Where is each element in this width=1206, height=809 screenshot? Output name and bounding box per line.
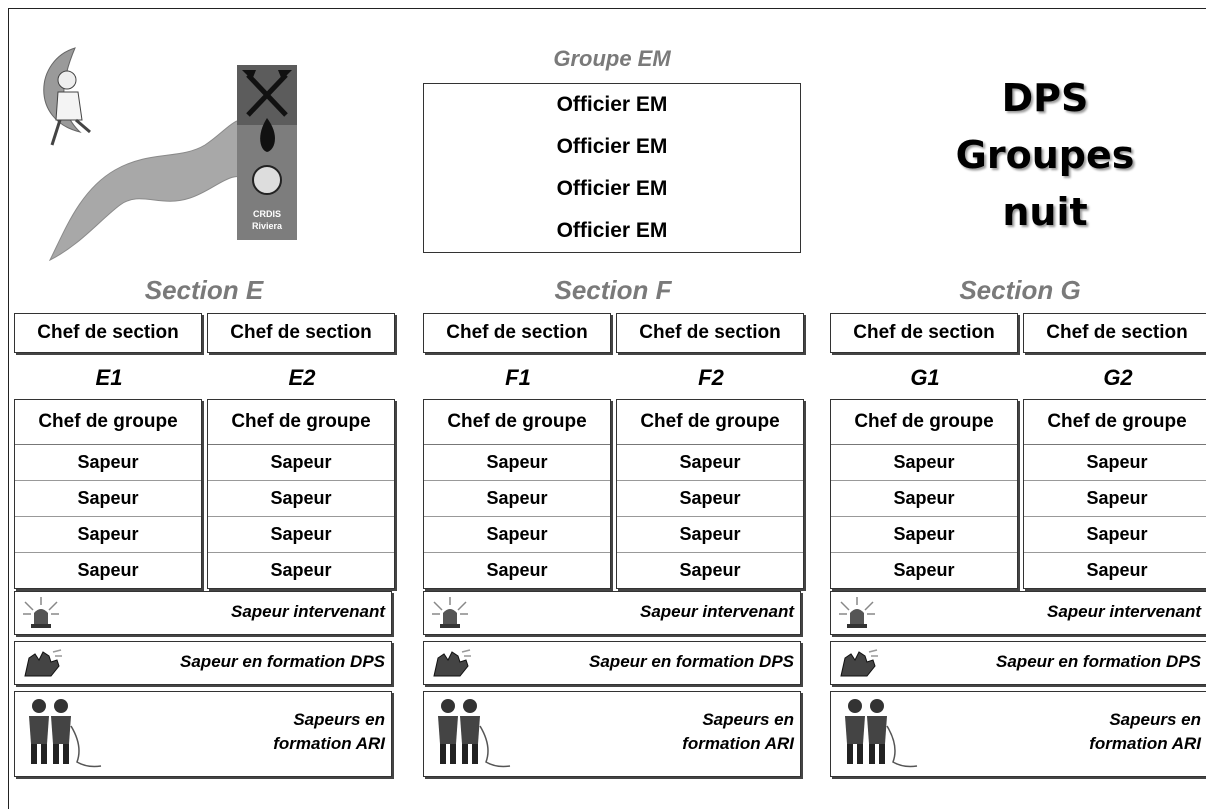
siren-icon: [839, 597, 875, 628]
role-sapeurs-formation-ari: Sapeurs en formation ARI: [830, 691, 1206, 777]
chef-de-groupe: Chef de groupe: [1024, 400, 1206, 445]
firefighters-icon: [845, 699, 918, 768]
role-sapeur-formation-dps: Sapeur en formation DPS: [14, 641, 392, 685]
sapeur: Sapeur: [424, 481, 610, 517]
section-title: Section G: [959, 275, 1081, 305]
sapeur: Sapeur: [15, 445, 201, 481]
sapeur: Sapeur: [831, 517, 1017, 553]
role-label: Sapeurs en: [293, 710, 385, 729]
role-label: Sapeur en formation DPS: [180, 652, 385, 671]
group-label: F2: [698, 365, 724, 390]
sapeur: Sapeur: [1024, 517, 1206, 553]
dps-title-line2: Groupes: [955, 133, 1135, 177]
role-label: Sapeur intervenant: [640, 602, 794, 621]
dps-title-line3: nuit: [1002, 190, 1088, 234]
group-box: Chef de groupe Sapeur Sapeur Sapeur Sape…: [830, 399, 1018, 589]
sapeur: Sapeur: [15, 517, 201, 553]
role-sapeur-intervenant: Sapeur intervenant: [14, 591, 392, 635]
sapeur: Sapeur: [617, 517, 803, 553]
chef-de-section-box: Chef de section: [616, 313, 804, 353]
chef-de-groupe: Chef de groupe: [424, 400, 610, 445]
glove-icon: [24, 649, 62, 677]
role-label: Sapeurs en: [702, 710, 794, 729]
role-label: Sapeur intervenant: [231, 602, 385, 621]
chef-de-groupe: Chef de groupe: [617, 400, 803, 445]
role-label: formation ARI: [273, 734, 385, 753]
sapeur: Sapeur: [270, 560, 332, 580]
sapeur: Sapeur: [617, 445, 803, 481]
officier-em: Officier EM: [556, 135, 668, 158]
glove-icon: [433, 649, 471, 677]
chef-de-section-box: Chef de section: [1023, 313, 1206, 353]
group-box: Chef de groupe Sapeur Sapeur Sapeur Sape…: [14, 399, 202, 589]
chef-de-section-box: Chef de section: [830, 313, 1018, 353]
groupe-em-box: Officier EM Officier EM Officier EM Offi…: [423, 83, 801, 253]
role-label: Sapeur intervenant: [1047, 602, 1201, 621]
sapeur: Sapeur: [15, 481, 201, 517]
sapeur: Sapeur: [893, 560, 955, 580]
firefighters-icon: [29, 699, 102, 768]
crdis-riviera-logo: CRDIS Riviera: [43, 47, 297, 262]
sapeur: Sapeur: [617, 481, 803, 517]
role-sapeur-intervenant: Sapeur intervenant: [423, 591, 801, 635]
sapeur: Sapeur: [424, 517, 610, 553]
group-box: Chef de groupe Sapeur Sapeur Sapeur Sape…: [423, 399, 611, 589]
chef-de-groupe: Chef de groupe: [831, 400, 1017, 445]
role-sapeurs-formation-ari: Sapeurs en formation ARI: [14, 691, 392, 777]
sapeur: Sapeur: [1024, 481, 1206, 517]
officier-em: Officier EM: [556, 219, 668, 242]
sapeur: Sapeur: [424, 445, 610, 481]
role-sapeur-intervenant: Sapeur intervenant: [830, 591, 1206, 635]
sapeur: Sapeur: [679, 560, 741, 580]
section-title: Section E: [144, 275, 264, 305]
chef-de-section-box: Chef de section: [207, 313, 395, 353]
firefighters-icon: [438, 699, 511, 768]
role-label: Sapeurs en: [1109, 710, 1201, 729]
role-label: Sapeur en formation DPS: [996, 652, 1201, 671]
logo-text-2: Riviera: [252, 221, 283, 231]
chef-de-groupe: Chef de groupe: [15, 400, 201, 445]
chef-de-section-box: Chef de section: [423, 313, 611, 353]
group-box: Chef de groupe Sapeur Sapeur Sapeur Sape…: [1023, 399, 1206, 589]
group-label: E2: [288, 365, 316, 390]
officier-em: Officier EM: [556, 93, 668, 116]
sapeur: Sapeur: [831, 445, 1017, 481]
siren-icon: [23, 597, 59, 628]
frame-top-line: [8, 8, 1206, 9]
dps-title-line1: DPS: [1001, 76, 1089, 120]
group-label: E1: [95, 365, 123, 390]
groupe-em-title: Groupe EM: [553, 46, 671, 71]
sapeur: Sapeur: [208, 517, 394, 553]
sapeur: Sapeur: [77, 560, 139, 580]
officier-em: Officier EM: [556, 177, 668, 200]
group-label: F1: [505, 365, 531, 390]
sapeur: Sapeur: [208, 445, 394, 481]
sapeur: Sapeur: [831, 481, 1017, 517]
group-label: G1: [910, 365, 940, 390]
role-label: formation ARI: [682, 734, 794, 753]
section-title: Section F: [554, 275, 672, 305]
glove-icon: [840, 649, 878, 677]
group-box: Chef de groupe Sapeur Sapeur Sapeur Sape…: [207, 399, 395, 589]
group-box: Chef de groupe Sapeur Sapeur Sapeur Sape…: [616, 399, 804, 589]
siren-icon: [432, 597, 468, 628]
dps-groupes-nuit-title: DPS Groupes nuit: [925, 70, 1165, 241]
chef-de-groupe: Chef de groupe: [208, 400, 394, 445]
sapeur: Sapeur: [486, 560, 548, 580]
sapeur: Sapeur: [1086, 560, 1148, 580]
role-sapeurs-formation-ari: Sapeurs en formation ARI: [423, 691, 801, 777]
role-sapeur-formation-dps: Sapeur en formation DPS: [423, 641, 801, 685]
role-label: formation ARI: [1089, 734, 1201, 753]
group-label: G2: [1103, 365, 1133, 390]
role-label: Sapeur en formation DPS: [589, 652, 794, 671]
frame-left-line: [8, 8, 9, 809]
logo-text-1: CRDIS: [253, 209, 281, 219]
sapeur: Sapeur: [1024, 445, 1206, 481]
role-sapeur-formation-dps: Sapeur en formation DPS: [830, 641, 1206, 685]
chef-de-section-box: Chef de section: [14, 313, 202, 353]
sapeur: Sapeur: [208, 481, 394, 517]
